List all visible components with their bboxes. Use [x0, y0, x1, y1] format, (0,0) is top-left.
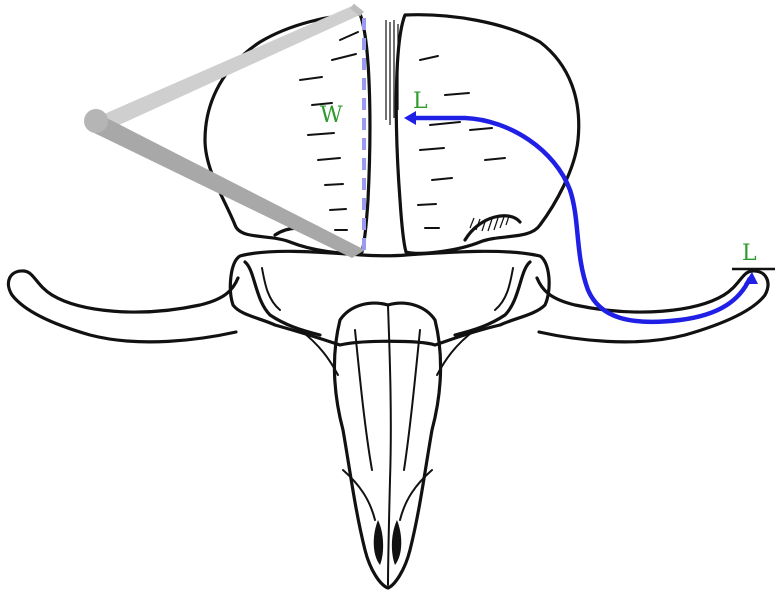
- nasal-left: [355, 330, 372, 470]
- right-boss: [396, 15, 578, 254]
- jaw-right: [400, 470, 432, 520]
- nasal-midline: [388, 306, 391, 585]
- right-orbit-inner: [495, 268, 513, 310]
- right-nostril: [392, 520, 401, 565]
- left-nostril: [374, 520, 383, 565]
- nasal-right: [404, 330, 420, 470]
- jaw-left: [343, 470, 375, 520]
- right-orbit: [455, 262, 530, 335]
- length-label-start: L: [413, 89, 428, 114]
- left-orbit: [245, 262, 320, 335]
- skull-face: [334, 303, 440, 588]
- length-measure-curve: [410, 118, 750, 322]
- right-horn: [537, 271, 768, 342]
- left-orbit-inner: [262, 268, 280, 310]
- boss-texture: [300, 32, 505, 230]
- length-label-end: L: [742, 241, 757, 266]
- left-horn: [8, 271, 238, 342]
- caliper-pivot: [84, 109, 108, 133]
- width-label: W: [320, 103, 343, 128]
